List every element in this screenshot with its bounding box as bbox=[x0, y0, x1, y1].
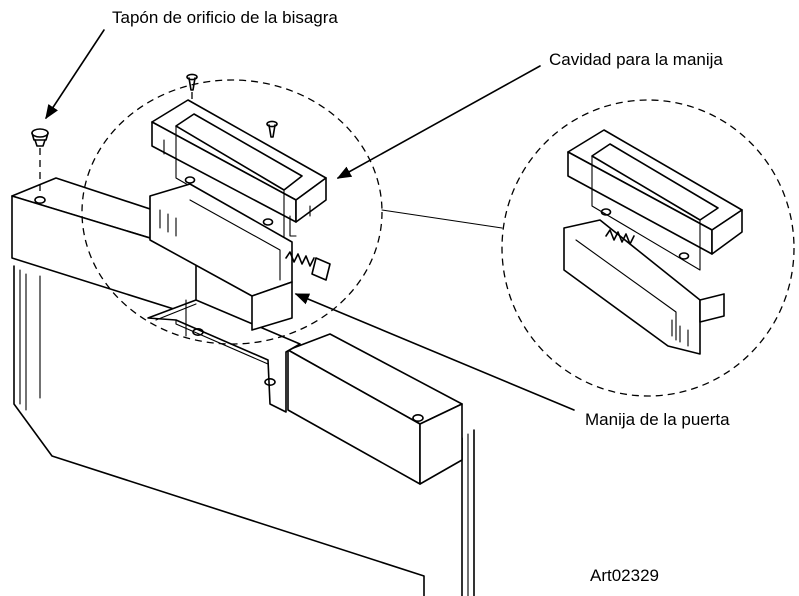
handle-cavity-label: Cavidad para la manija bbox=[549, 50, 723, 69]
hinge-hole-plug-label: Tapón de orificio de la bisagra bbox=[112, 8, 338, 27]
door-handle-part bbox=[149, 183, 331, 331]
arrow-hinge-plug bbox=[45, 29, 105, 120]
arrow-handle-cavity bbox=[336, 65, 541, 179]
handle-cavity-part bbox=[151, 99, 327, 241]
door-handle-alt bbox=[563, 219, 725, 355]
hinge-plug-part bbox=[31, 128, 49, 192]
arrow-door-handle bbox=[294, 293, 575, 411]
door-handle-label: Manija de la puerta bbox=[585, 410, 730, 429]
detail-circle-right bbox=[501, 99, 795, 397]
leader-arrows bbox=[45, 29, 575, 411]
art-number-label: Art02329 bbox=[590, 566, 659, 585]
detail-circle-left bbox=[81, 79, 383, 345]
door-body bbox=[13, 265, 475, 596]
top-cover bbox=[11, 177, 463, 485]
handle-cavity-alt bbox=[567, 129, 743, 271]
connector-line bbox=[381, 209, 503, 229]
